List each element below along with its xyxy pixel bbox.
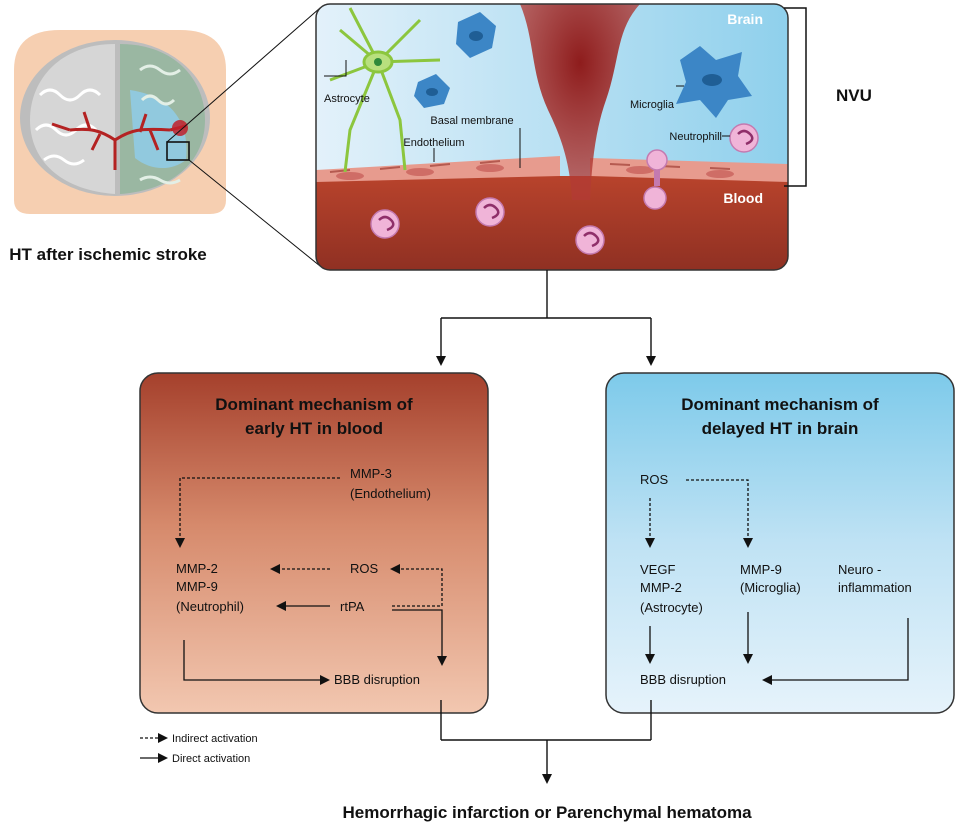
early-neutrophil: (Neutrophil) xyxy=(176,599,244,614)
merge-connector xyxy=(440,700,652,784)
early-box-title-line2: early HT in blood xyxy=(245,419,383,438)
delayed-astrocyte: (Astrocyte) xyxy=(640,600,703,615)
blood-label: Blood xyxy=(723,190,763,206)
zoom-region-marker xyxy=(166,141,190,161)
hemorrhage-plume xyxy=(520,4,640,200)
legend: Indirect activation Direct activation xyxy=(140,733,258,765)
endothelium-label: Endothelium xyxy=(403,137,464,149)
microglia-label: Microglia xyxy=(630,99,675,111)
early-mmp3: MMP-3 xyxy=(350,466,392,481)
brain-illustration xyxy=(14,7,321,267)
basal-membrane-label: Basal membrane xyxy=(430,115,513,127)
delayed-ht-box xyxy=(605,372,955,714)
nvu-bracket xyxy=(784,7,807,187)
early-arrows xyxy=(175,477,447,685)
neutrophil-label: Neutrophill xyxy=(669,131,722,143)
brain-caption: HT after ischemic stroke xyxy=(9,245,206,264)
delayed-box-title-line2: delayed HT in brain xyxy=(702,419,859,438)
nvu-scene-frame xyxy=(315,3,789,271)
delayed-vegf: VEGF xyxy=(640,562,675,577)
early-rtpa: rtPA xyxy=(340,599,365,614)
delayed-neuro-line2: inflammation xyxy=(838,580,912,595)
delayed-microglia: (Microglia) xyxy=(740,580,801,595)
endothelium-lining xyxy=(316,156,788,182)
early-mmp9: MMP-9 xyxy=(176,579,218,594)
legend-indirect: Indirect activation xyxy=(172,733,258,745)
early-ros: ROS xyxy=(350,561,379,576)
outcome-label: Hemorrhagic infarction or Parenchymal he… xyxy=(342,803,752,822)
delayed-ros: ROS xyxy=(640,472,669,487)
early-mmp3-source: (Endothelium) xyxy=(350,486,431,501)
delayed-neuro-line1: Neuro - xyxy=(838,562,881,577)
delayed-mmp9: MMP-9 xyxy=(740,562,782,577)
delayed-box-title-line1: Dominant mechanism of xyxy=(681,395,879,414)
legend-direct: Direct activation xyxy=(172,753,250,765)
astrocyte-label: Astrocyte xyxy=(324,93,370,105)
delayed-bbb-disruption: BBB disruption xyxy=(640,672,726,687)
early-box-title-line1: Dominant mechanism of xyxy=(215,395,413,414)
delayed-arrows xyxy=(645,479,909,685)
nvu-label: NVU xyxy=(836,86,872,105)
split-connector xyxy=(436,270,656,366)
delayed-mmp2: MMP-2 xyxy=(640,580,682,595)
neutrophil-cells xyxy=(370,123,759,255)
brain-label: Brain xyxy=(727,11,763,27)
early-bbb-disruption: BBB disruption xyxy=(334,672,420,687)
early-ht-box xyxy=(139,372,489,714)
nvu-scene xyxy=(316,4,788,270)
astrocyte-cell xyxy=(329,7,441,173)
early-mmp2: MMP-2 xyxy=(176,561,218,576)
